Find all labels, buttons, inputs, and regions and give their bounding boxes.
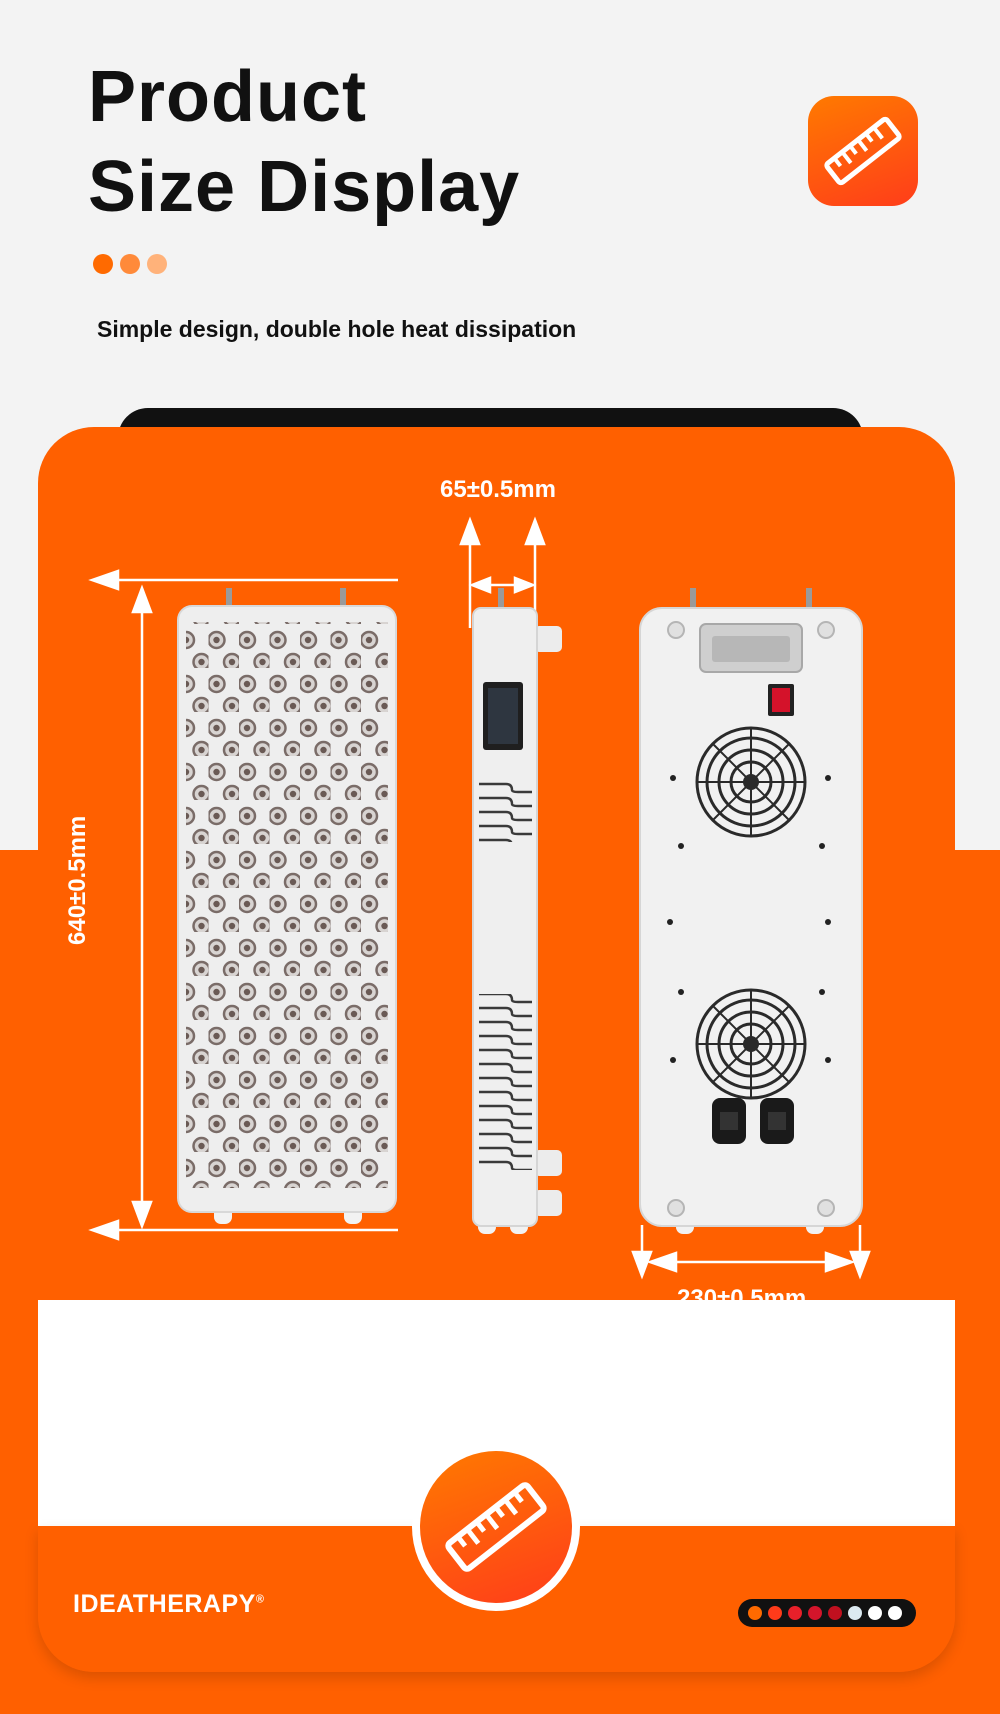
indicator-dot xyxy=(808,1606,822,1620)
subtitle: Simple design, double hole heat dissipat… xyxy=(97,316,577,342)
indicator-dot xyxy=(768,1606,782,1620)
product-illustration xyxy=(88,516,871,1280)
indicator-dot xyxy=(748,1606,762,1620)
indicator-dot xyxy=(888,1606,902,1620)
depth-dimension: 65±0.5mm xyxy=(440,476,556,503)
indicator-dot xyxy=(788,1606,802,1620)
indicator-pill xyxy=(738,1599,916,1627)
indicator-dot xyxy=(868,1606,882,1620)
accent-dot xyxy=(147,254,167,274)
title-line-2: Size Display xyxy=(88,147,521,227)
ruler-icon xyxy=(420,1451,572,1603)
back-panel xyxy=(639,588,863,1234)
brand-logo: IDEATHERAPY® xyxy=(73,1590,264,1619)
brand-name: IDEATHERAPY xyxy=(73,1590,256,1618)
title-line-1: Product xyxy=(88,57,368,137)
accent-dot xyxy=(93,254,113,274)
page-title: Product Size Display xyxy=(88,52,520,232)
indicator-dot xyxy=(828,1606,842,1620)
side-panel xyxy=(472,588,562,1234)
front-panel xyxy=(177,588,397,1224)
dimension-arrows xyxy=(88,516,871,1280)
accent-dot xyxy=(120,254,140,274)
trademark-symbol: ® xyxy=(255,1593,265,1606)
ruler-icon xyxy=(808,96,918,206)
height-dimension: 640±0.5mm xyxy=(64,815,91,945)
indicator-dot xyxy=(848,1606,862,1620)
